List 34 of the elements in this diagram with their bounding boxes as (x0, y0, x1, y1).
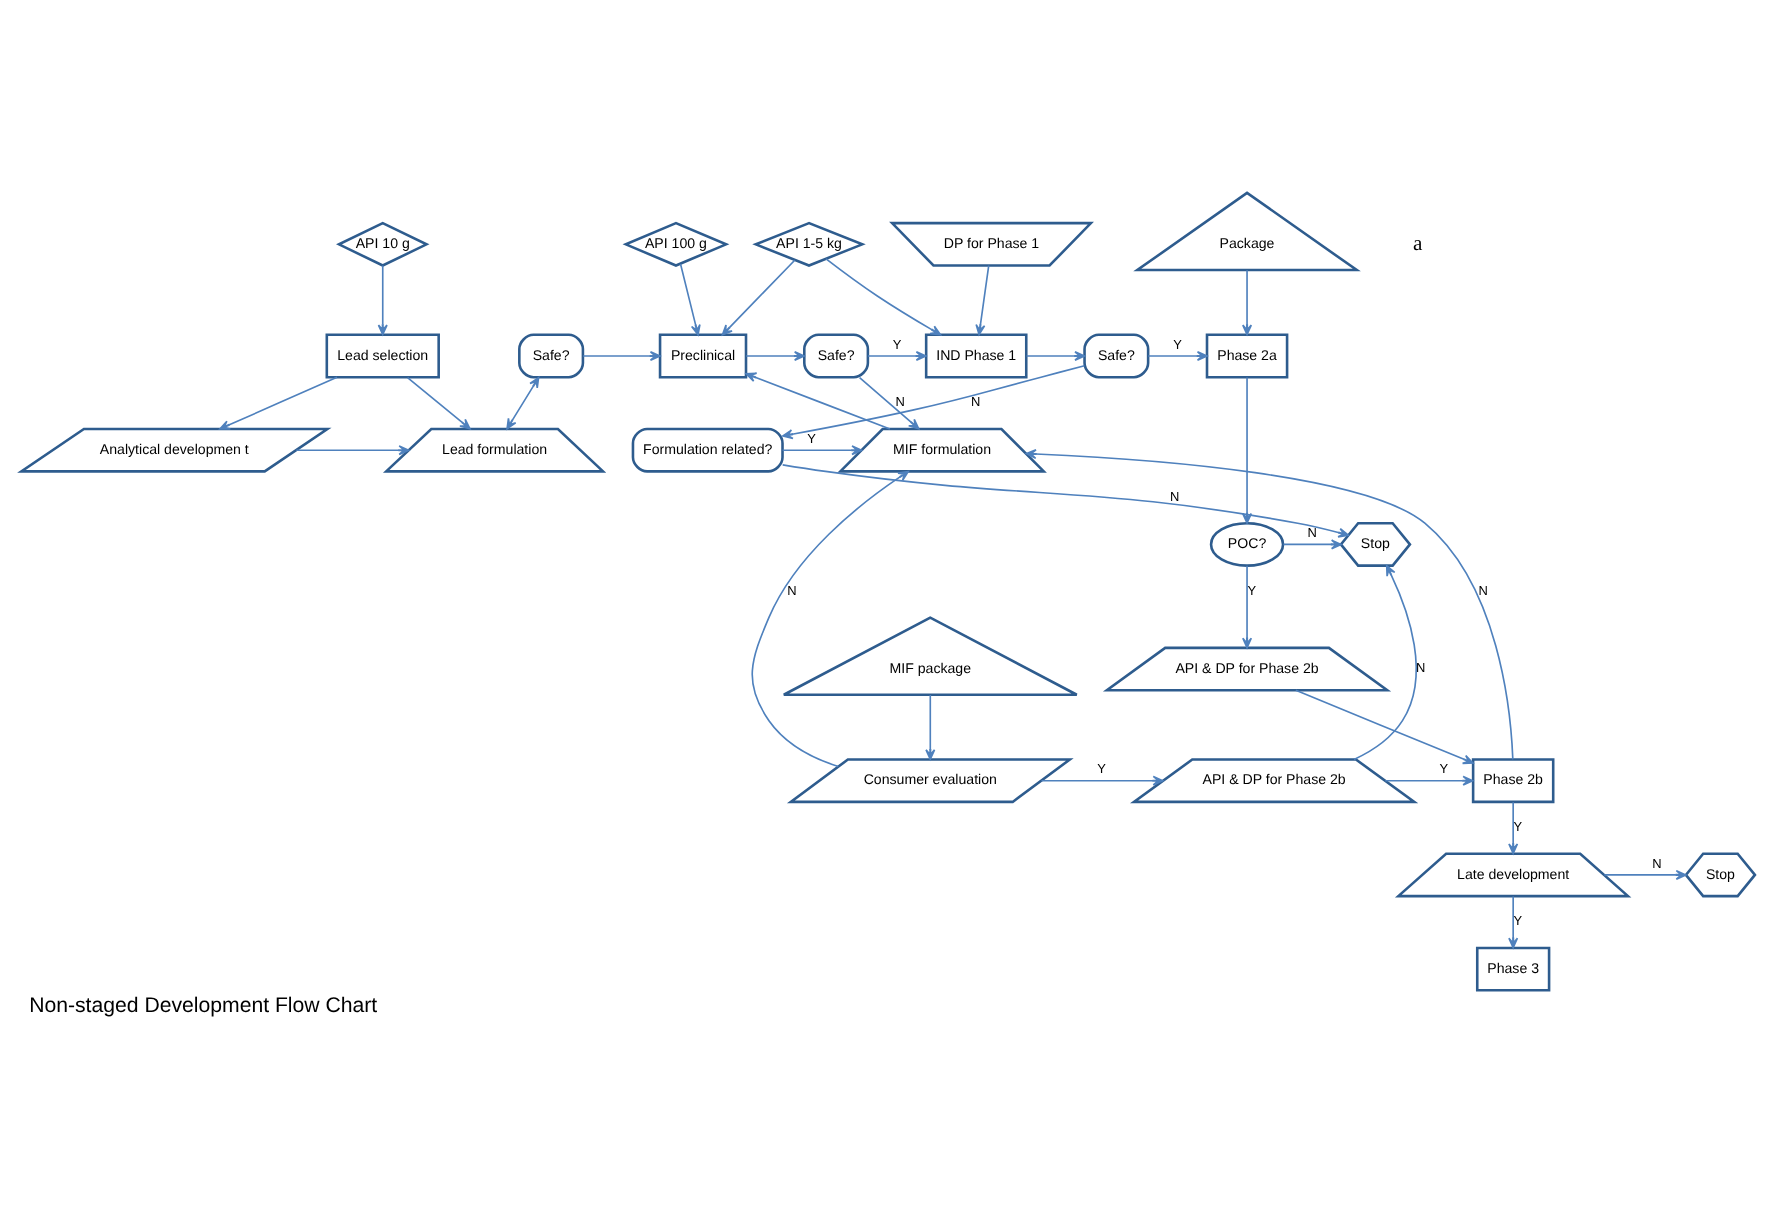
arrow (506, 376, 540, 430)
arrow (1384, 775, 1474, 786)
arrow (1025, 350, 1086, 362)
arrow (1282, 539, 1342, 550)
arrow (679, 263, 701, 336)
arrow (745, 350, 805, 362)
arrow (825, 258, 942, 336)
arrow (745, 372, 891, 430)
arrow (582, 350, 661, 362)
arrow (858, 376, 920, 430)
arrow (406, 376, 471, 430)
arrow (781, 464, 1350, 538)
arrow (1508, 895, 1519, 949)
arrow (219, 376, 338, 430)
arrow (1242, 269, 1253, 336)
arrow (1603, 869, 1687, 880)
arrow (975, 264, 990, 336)
arrow (925, 694, 936, 761)
arrow (721, 259, 796, 336)
caption: Non-staged Development Flow Chart (29, 993, 378, 1018)
arrow (295, 445, 410, 456)
arrow (1040, 775, 1164, 786)
arrow (867, 350, 927, 362)
label: a (1413, 233, 1423, 256)
arrow (1353, 564, 1418, 761)
arrow (1242, 564, 1253, 649)
arrow (751, 470, 909, 768)
arrow (1025, 448, 1514, 761)
arrow (1295, 689, 1474, 765)
arrow (377, 264, 388, 336)
arrow (1508, 801, 1519, 855)
arrow (1147, 350, 1208, 362)
arrow (782, 364, 1086, 440)
arrow (781, 445, 863, 456)
